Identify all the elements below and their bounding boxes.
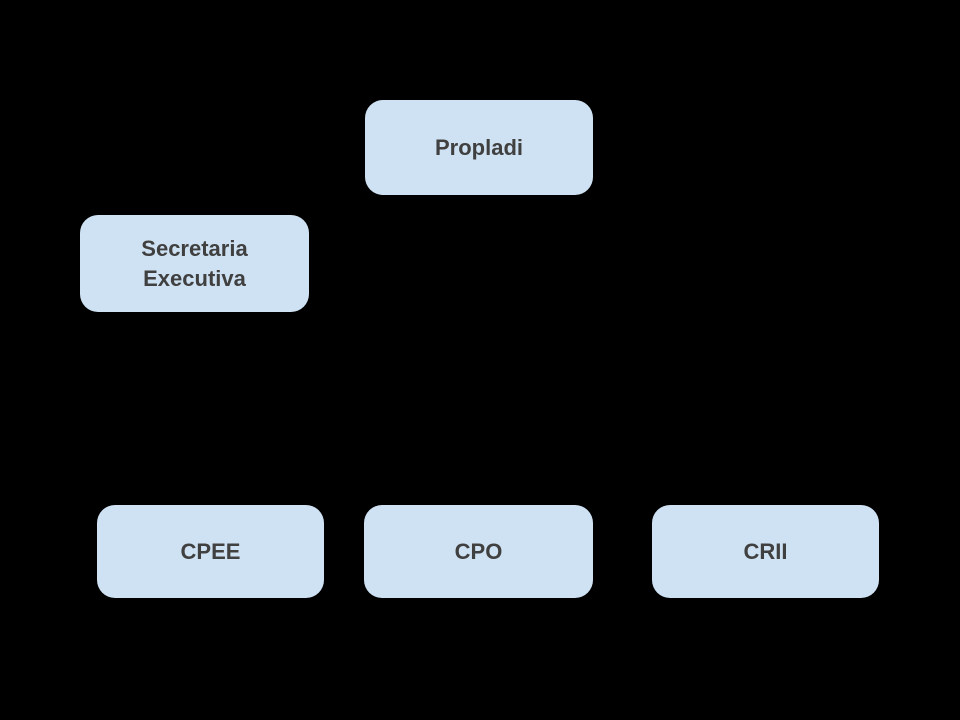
org-node-label: CPO (454, 538, 503, 564)
org-node-crii: CRII (652, 505, 879, 598)
org-node-label: Secretaria Executiva (141, 235, 248, 291)
org-node-label: Propladi (434, 134, 523, 160)
org-node-cpee: CPEE (97, 505, 324, 598)
org-node-secretaria-executiva: Secretaria Executiva (80, 215, 309, 312)
org-node-label: CPEE (180, 538, 241, 564)
org-node-cpo: CPO (364, 505, 593, 598)
org-node-label: CRII (743, 538, 788, 564)
org-node-propladi: Propladi (365, 100, 593, 195)
